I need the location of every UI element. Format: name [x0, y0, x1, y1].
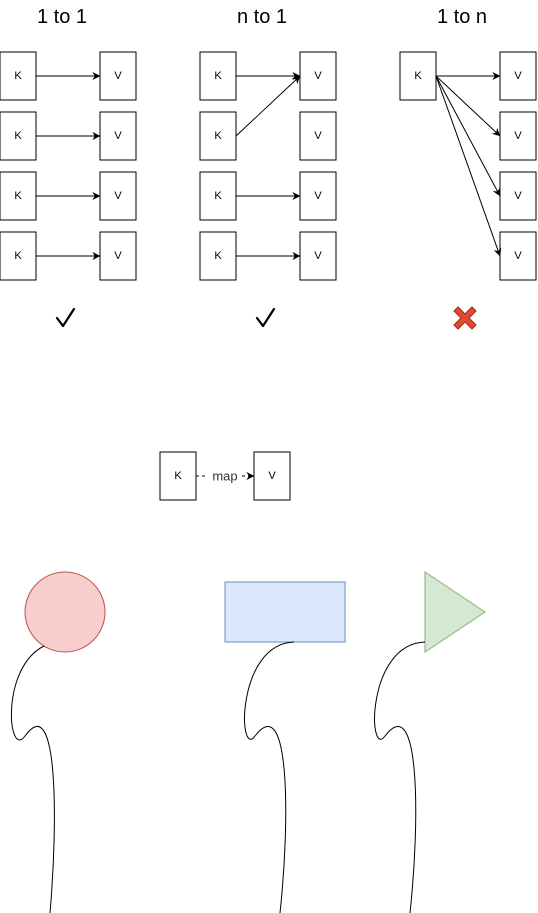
rectangle-shape[interactable] — [224, 581, 346, 643]
circle-shape[interactable] — [24, 571, 106, 653]
value-node-label: V — [514, 130, 522, 142]
value-node[interactable]: V — [99, 231, 137, 281]
key-node[interactable]: K — [0, 111, 37, 161]
key-node[interactable]: K — [199, 51, 237, 101]
cross-mark-icon — [453, 306, 477, 330]
key-node-label: K — [214, 250, 222, 262]
check-mark-icon — [255, 307, 276, 328]
curve-connector[interactable] — [10, 645, 55, 913]
column-title-one-to-one: 1 to 1 — [37, 6, 87, 28]
value-node-label: V — [114, 70, 122, 82]
column-title-many-to-one: n to 1 — [237, 6, 287, 28]
key-node[interactable]: K — [399, 51, 437, 101]
legend-group: K V map — [159, 451, 291, 501]
value-node[interactable]: V — [299, 171, 337, 221]
edge-arrow[interactable] — [435, 75, 501, 137]
key-node[interactable]: K — [199, 171, 237, 221]
value-node[interactable]: V — [499, 111, 537, 161]
curve-connector[interactable] — [244, 641, 295, 913]
value-node[interactable]: V — [99, 111, 137, 161]
value-node-label: V — [314, 130, 322, 142]
key-node[interactable]: K — [199, 111, 237, 161]
value-node[interactable]: V — [299, 231, 337, 281]
triangle-shape[interactable] — [424, 571, 486, 653]
value-node[interactable]: V — [299, 51, 337, 101]
many-to-one-group: K V K V K V K V — [199, 51, 337, 328]
curve-connector[interactable] — [374, 641, 426, 913]
legend-edge-label: map — [212, 469, 237, 484]
legend-key-node[interactable]: K — [159, 451, 197, 501]
shapes-group — [10, 571, 486, 913]
key-node-label: K — [214, 190, 222, 202]
column-title-one-to-many: 1 to n — [437, 6, 487, 28]
value-node-label: V — [114, 190, 122, 202]
value-node-label: V — [514, 190, 522, 202]
value-node-label: V — [314, 70, 322, 82]
key-node-label: K — [14, 190, 22, 202]
value-node-label: V — [514, 250, 522, 262]
key-node-label: K — [414, 70, 422, 82]
check-mark-icon — [55, 307, 76, 328]
value-node[interactable]: V — [99, 171, 137, 221]
legend-value-node[interactable]: V — [253, 451, 291, 501]
value-node[interactable]: V — [499, 231, 537, 281]
value-node-label: V — [314, 250, 322, 262]
key-node-label: K — [214, 70, 222, 82]
key-node[interactable]: K — [0, 171, 37, 221]
value-node-label: V — [114, 250, 122, 262]
value-node[interactable]: V — [499, 51, 537, 101]
value-node-label: V — [114, 130, 122, 142]
edge-arrow[interactable] — [235, 75, 301, 137]
key-node[interactable]: K — [0, 231, 37, 281]
edge-arrow[interactable] — [435, 75, 502, 257]
edge-arrow[interactable] — [435, 75, 501, 197]
key-node-label: K — [14, 130, 22, 142]
key-node-label: K — [214, 130, 222, 142]
key-node[interactable]: K — [0, 51, 37, 101]
legend-key-label: K — [174, 470, 182, 482]
value-node-label: V — [514, 70, 522, 82]
value-node[interactable]: V — [99, 51, 137, 101]
one-to-one-group: K V K V K V K V — [0, 51, 137, 328]
value-node[interactable]: V — [299, 111, 337, 161]
legend-value-label: V — [268, 470, 276, 482]
key-node[interactable]: K — [199, 231, 237, 281]
value-node[interactable]: V — [499, 171, 537, 221]
one-to-many-group: K V V V V — [399, 51, 537, 330]
key-node-label: K — [14, 250, 22, 262]
key-node-label: K — [14, 70, 22, 82]
value-node-label: V — [314, 190, 322, 202]
